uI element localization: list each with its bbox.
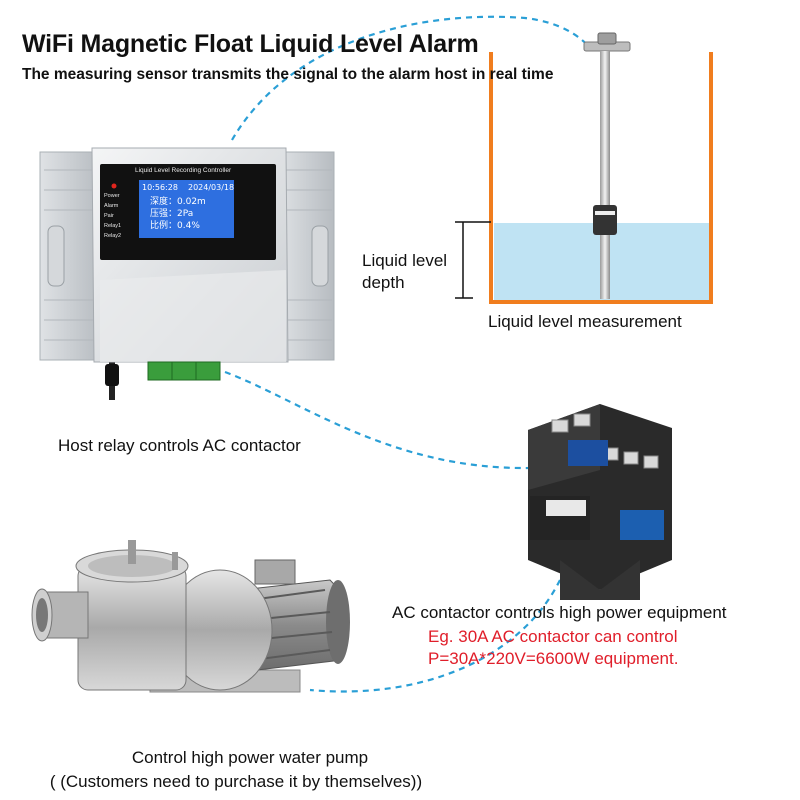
relay-link-host-to-contactor [224,370,531,470]
lcd-pressure-label: 压强： [150,209,178,219]
controller-host [39,147,335,400]
contactor-example-line1: Eg. 30A AC contactor can control [428,627,678,646]
lcd-time: 10:56:28 [142,183,178,192]
indicator-relay2-label: Relay2 [104,233,122,239]
power-led-icon [111,183,117,189]
lcd-date: 2024/03/18 [188,183,235,192]
controller-panel-title: Liquid Level Recording Controller [135,167,232,174]
water-pump [31,540,350,693]
control-link-contactor-to-pump [309,579,561,693]
indicator-list: Power Alarm Pair Relay1 Relay2 [104,191,121,241]
contactor-example-line2: P=30A*220V=6600W equipment. [428,649,679,668]
lcd-readings: 深度：0.02m 压强：2Pa 比例：0.4% [150,196,206,232]
terminal-block [147,361,221,381]
tank-walls [489,52,713,304]
liquid-tank [455,52,713,304]
pump-caption-line1: Control high power water pump [131,748,369,767]
indicator-alarm-label: Alarm [104,203,119,209]
magnetic-float-sensor [583,32,631,299]
ac-contactor [528,404,672,600]
lcd-ratio-label: 比例： [150,221,178,231]
pump-caption: Control high power water pump ( (Custome… [0,746,500,794]
lcd-pressure-value: 2Pa [177,209,194,219]
tank-caption: Liquid level measurement [488,312,682,331]
depth-label-line1: Liquid level [362,251,448,270]
lcd-ratio-value: 0.4% [177,221,200,231]
lcd-depth-label: 深度： [150,197,178,207]
page-title: WiFi Magnetic Float Liquid Level Alarm [22,30,479,58]
indicator-pair-label: Pair [104,213,114,219]
page-subtitle: The measuring sensor transmits the signa… [22,66,554,83]
wireless-link-sensor-to-host [231,15,591,141]
contactor-caption: AC contactor controls high power equipme… [392,603,727,622]
host-caption: Host relay controls AC contactor [58,436,301,455]
signal-connections [224,15,591,693]
lcd-depth-value: 0.02m [177,197,206,207]
lcd-screen [139,180,234,238]
indicator-relay1-label: Relay1 [104,223,122,229]
indicator-power-label: Power [104,193,120,199]
depth-label-line2: depth [362,273,405,292]
depth-label: Liquid level depth [362,250,447,294]
pump-caption-line2: ( (Customers need to purchase it by them… [49,772,423,791]
